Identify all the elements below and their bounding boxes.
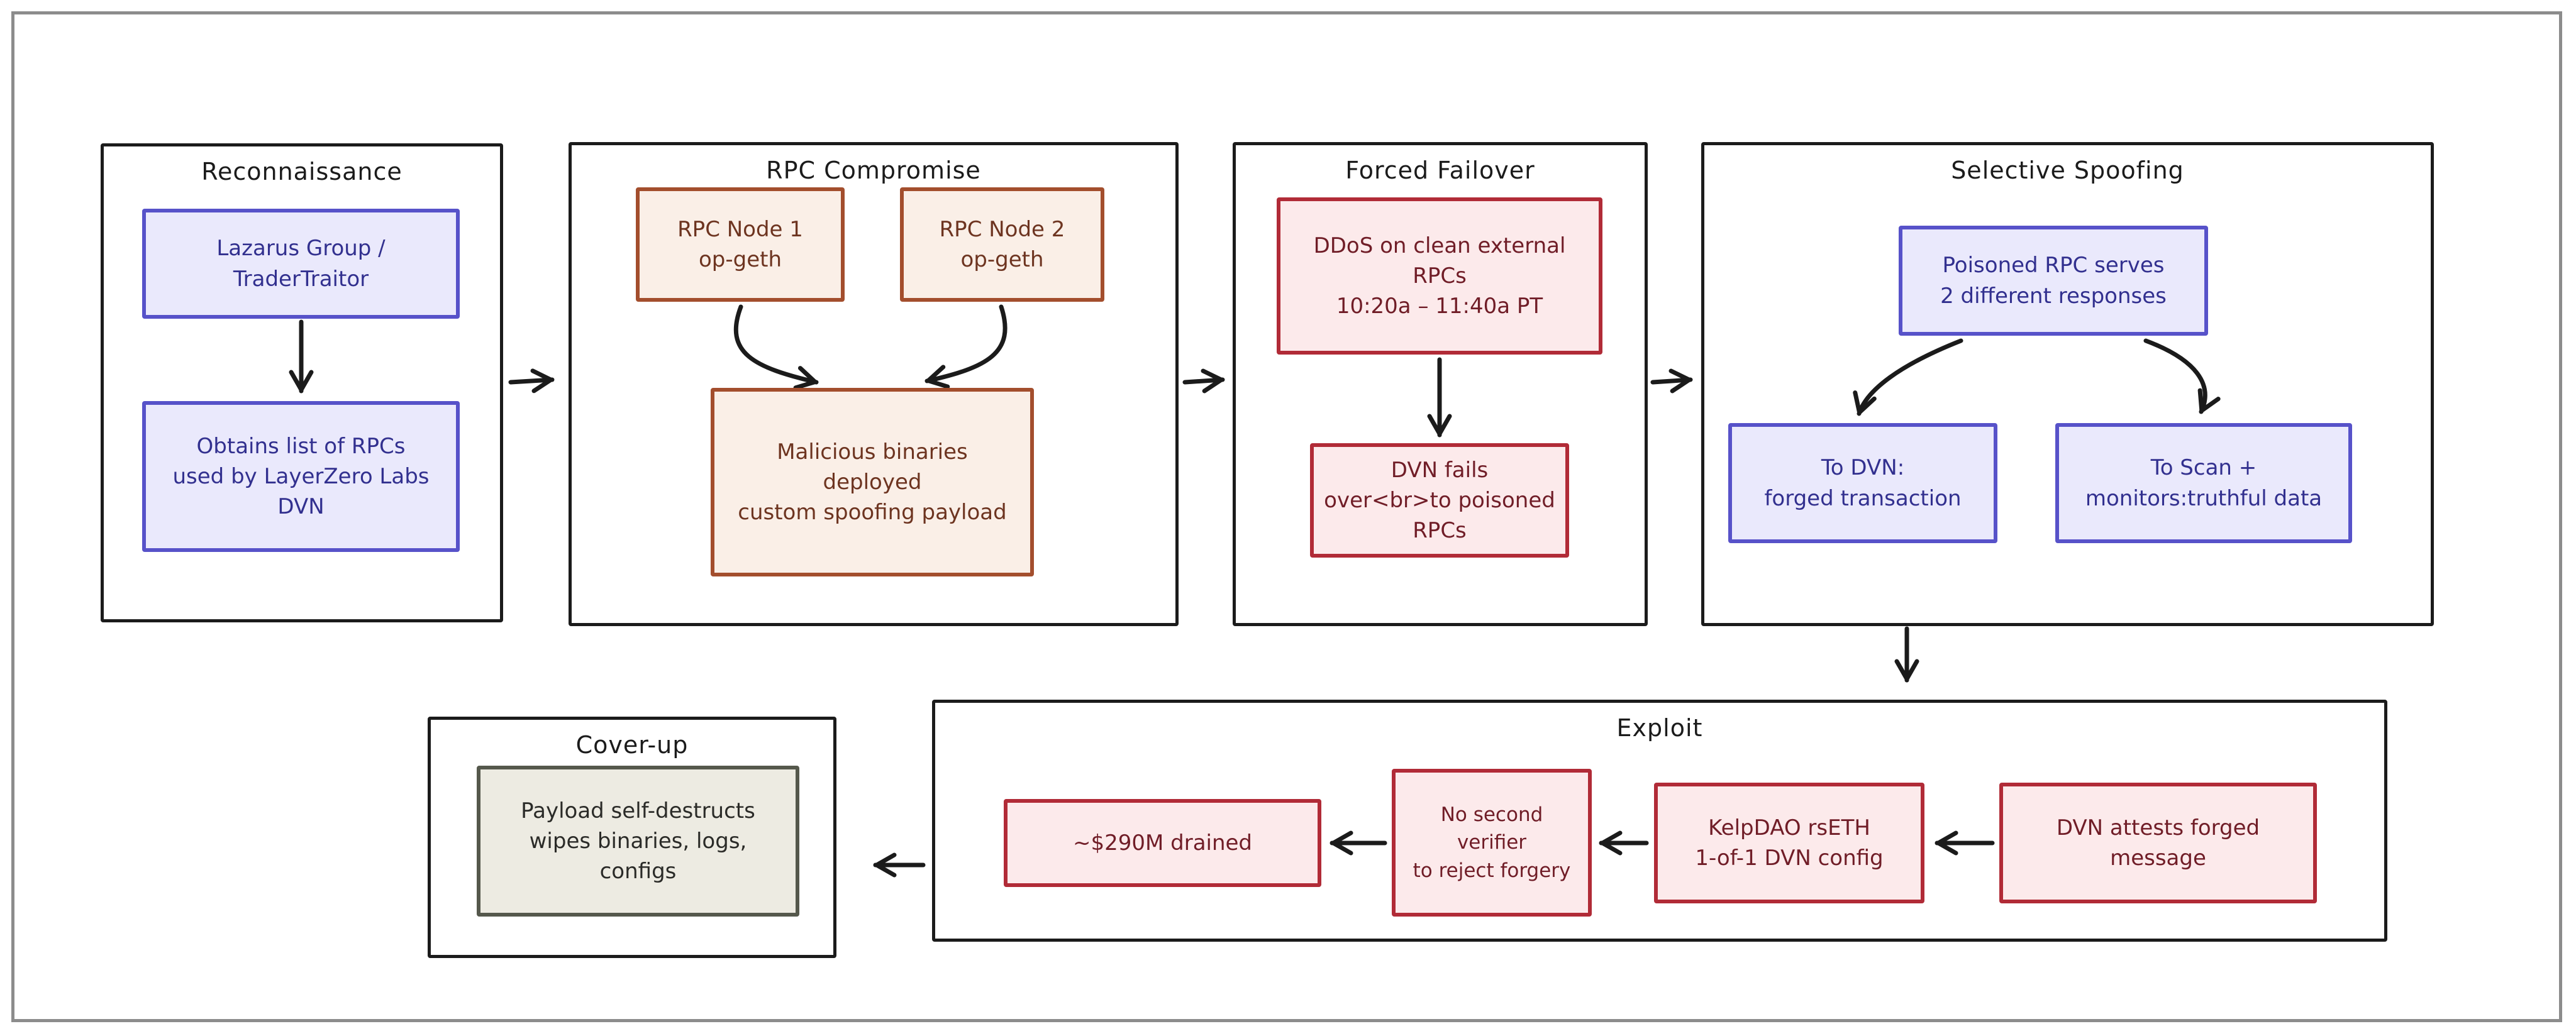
node-ddos-clean-rpcs: DDoS on clean external RPCs 10:20a – 11:… [1277, 197, 1602, 355]
node-dvn-fails-over: DVN fails over<br>to poisoned RPCs [1310, 443, 1569, 558]
stage-exploit: Exploit [932, 700, 2387, 942]
node-to-scan-truthful: To Scan + monitors:truthful data [2055, 423, 2352, 543]
node-malicious-binaries: Malicious binaries deployed custom spoof… [711, 388, 1034, 576]
stage-title-rpc-compromise: RPC Compromise [766, 157, 981, 184]
node-lazarus-group: Lazarus Group / TraderTraitor [142, 209, 460, 319]
node-rpc-node-2: RPC Node 2 op-geth [900, 187, 1104, 302]
stage-title-selective-spoofing: Selective Spoofing [1951, 157, 2184, 184]
stage-selective-spoofing: Selective Spoofing [1701, 142, 2434, 626]
stage-forced-failover: Forced Failover [1233, 142, 1648, 626]
stage-rpc-compromise: RPC Compromise [569, 142, 1179, 626]
node-obtains-rpc-list: Obtains list of RPCs used by LayerZero L… [142, 401, 460, 552]
node-to-dvn-forged: To DVN: forged transaction [1728, 423, 1997, 543]
node-poisoned-rpc: Poisoned RPC serves 2 different response… [1899, 226, 2208, 336]
outer-frame [11, 11, 2562, 1022]
stage-title-exploit: Exploit [1616, 714, 1703, 742]
node-rpc-node-1: RPC Node 1 op-geth [636, 187, 845, 302]
stage-title-reconnaissance: Reconnaissance [201, 158, 402, 185]
node-payload-self-destructs: Payload self-destructs wipes binaries, l… [477, 766, 799, 917]
node-kelpdao-config: KelpDAO rsETH 1-of-1 DVN config [1654, 783, 1924, 903]
stage-title-cover-up: Cover-up [575, 731, 689, 759]
stage-reconnaissance: Reconnaissance [101, 143, 503, 622]
node-290m-drained: ~$290M drained [1004, 799, 1321, 887]
node-dvn-attests: DVN attests forged message [1999, 783, 2317, 903]
node-no-second-verifier: No second verifier to reject forgery [1392, 769, 1592, 917]
stage-cover-up: Cover-up [428, 717, 836, 958]
stage-title-forced-failover: Forced Failover [1345, 157, 1535, 184]
